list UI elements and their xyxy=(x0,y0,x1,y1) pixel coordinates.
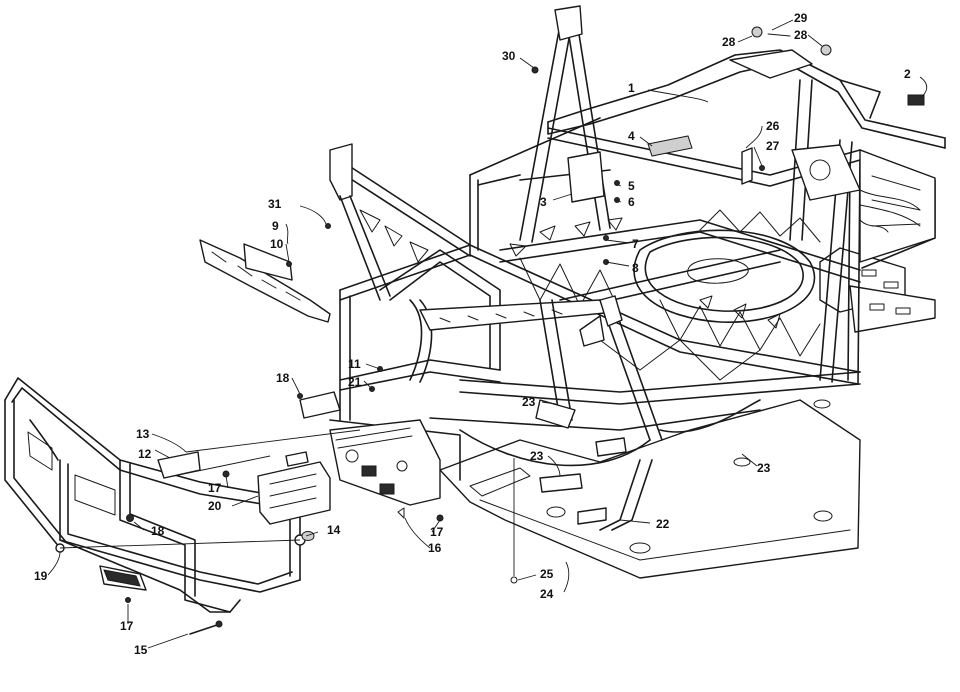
callout-12: 12 xyxy=(138,447,152,461)
main-frame xyxy=(329,5,946,531)
callout-labels: 1 2 3 4 5 6 7 8 9 10 11 12 13 14 15 16 1… xyxy=(34,11,911,657)
callout-23-c: 23 xyxy=(757,461,771,475)
callout-10: 10 xyxy=(270,237,284,251)
callout-11: 11 xyxy=(348,357,361,371)
callout-22: 22 xyxy=(656,517,670,531)
front-brackets xyxy=(125,66,765,635)
callout-8: 8 xyxy=(632,261,639,275)
callout-17-c: 17 xyxy=(120,619,134,633)
leader-lines xyxy=(47,19,928,649)
callout-25: 25 xyxy=(540,567,554,581)
callout-14: 14 xyxy=(327,523,341,537)
callout-2: 2 xyxy=(904,67,911,81)
skid-plate xyxy=(439,399,861,579)
callout-29: 29 xyxy=(794,11,808,25)
callout-15: 15 xyxy=(134,643,148,657)
callout-24: 24 xyxy=(540,587,554,601)
callout-26: 26 xyxy=(766,119,780,133)
callout-4: 4 xyxy=(628,129,635,143)
callout-17-a: 17 xyxy=(208,481,222,495)
callout-13: 13 xyxy=(136,427,150,441)
callout-7: 7 xyxy=(632,237,639,251)
callout-20: 20 xyxy=(208,499,222,513)
callout-30: 30 xyxy=(502,49,516,63)
callout-23-a: 23 xyxy=(522,395,536,409)
callout-16: 16 xyxy=(428,541,442,555)
callout-3: 3 xyxy=(540,195,547,209)
callout-23-b: 23 xyxy=(530,449,544,463)
callout-28-b: 28 xyxy=(794,28,808,42)
callout-31: 31 xyxy=(268,197,282,211)
callout-1: 1 xyxy=(628,81,635,95)
callout-27: 27 xyxy=(766,139,780,153)
callout-17-b: 17 xyxy=(430,525,444,539)
callout-9: 9 xyxy=(272,219,279,233)
callout-5: 5 xyxy=(628,179,635,193)
callout-28-a: 28 xyxy=(722,35,736,49)
callout-18-b: 18 xyxy=(151,524,165,538)
callout-18-a: 18 xyxy=(276,371,290,385)
callout-19: 19 xyxy=(34,569,48,583)
callout-6: 6 xyxy=(628,195,635,209)
callout-21: 21 xyxy=(348,375,362,389)
small-parts xyxy=(535,26,925,525)
